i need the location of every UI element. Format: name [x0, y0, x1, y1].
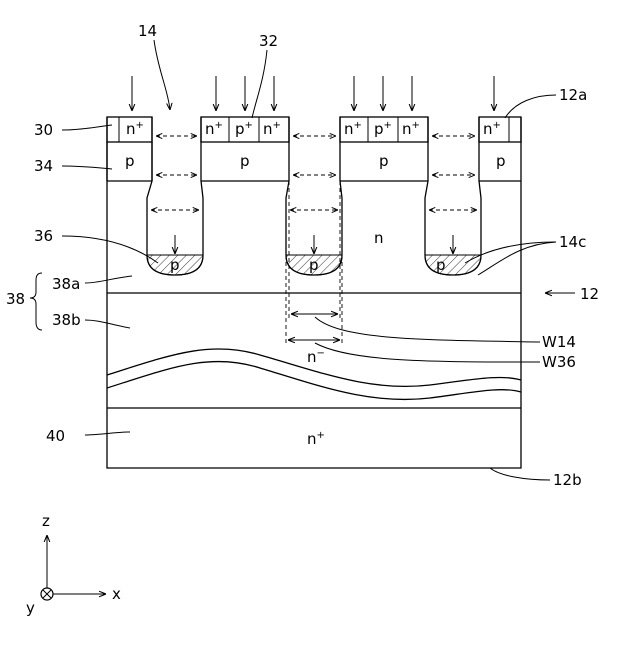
p-label: p	[379, 152, 389, 170]
label-34: 34	[34, 157, 53, 175]
label-W36: W36	[542, 353, 576, 371]
bracket-38	[30, 273, 42, 330]
label-38: 38	[6, 290, 25, 308]
axis-label-x: x	[112, 585, 121, 603]
n-plus-label: n+	[205, 120, 223, 138]
n-plus-substrate-label: n+	[307, 430, 325, 448]
p-label: p	[240, 152, 250, 170]
p-label: p	[496, 152, 506, 170]
label-12a: 12a	[559, 86, 587, 104]
label-32: 32	[259, 32, 278, 50]
p-plus-label: p+	[374, 120, 392, 138]
n-plus-label: n+	[402, 120, 420, 138]
label-36: 36	[34, 227, 53, 245]
label-14: 14	[138, 22, 157, 40]
n-minus-label: n−	[307, 348, 325, 366]
n-plus-label: n+	[483, 120, 501, 138]
label-12: 12	[580, 285, 599, 303]
n-plus-label: n+	[263, 120, 281, 138]
label-12b: 12b	[553, 471, 582, 489]
region-labels: n+ p n+ p+ n+ p n+ p+ n+ p n+ p p p p n …	[125, 120, 506, 448]
p-region-36-3	[425, 255, 481, 275]
axis-label-z: z	[42, 512, 50, 530]
coordinate-axes: z x y	[26, 512, 121, 617]
axis-label-y: y	[26, 599, 35, 617]
label-W14: W14	[542, 333, 576, 351]
p-label: p	[309, 256, 319, 274]
label-38b: 38b	[52, 311, 81, 329]
label-14c: 14c	[559, 233, 586, 251]
p-label: p	[125, 152, 135, 170]
p-label: p	[436, 256, 446, 274]
implant-arrows-vertical	[132, 76, 494, 254]
p-plus-label: p+	[235, 120, 253, 138]
n-plus-label: n+	[126, 120, 144, 138]
n-body-label: n	[374, 229, 384, 247]
label-30: 30	[34, 121, 53, 139]
substrate-lower	[107, 361, 521, 468]
n-plus-label: n+	[344, 120, 362, 138]
label-40: 40	[46, 427, 65, 445]
p-label: p	[170, 256, 180, 274]
label-38a: 38a	[52, 275, 80, 293]
